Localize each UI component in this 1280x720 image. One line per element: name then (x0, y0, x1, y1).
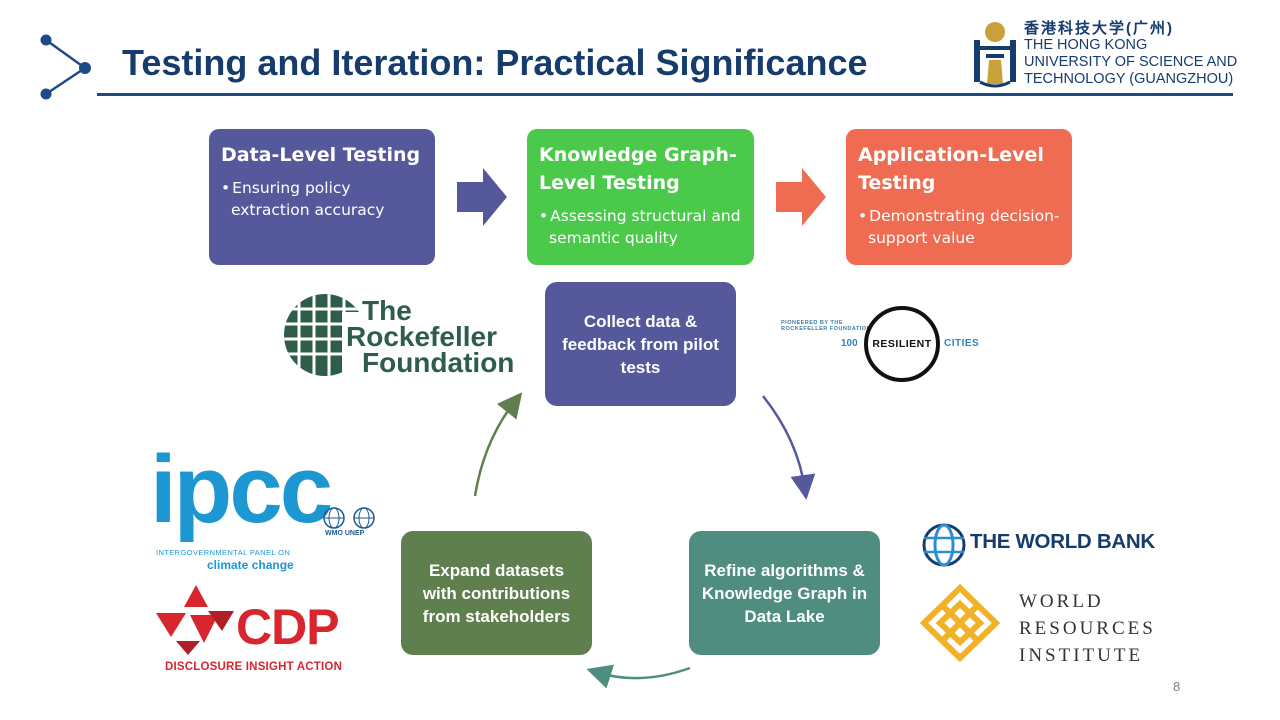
logo-text: DISCLOSURE INSIGHT ACTION (165, 661, 343, 673)
cycle-step-collect-data: Collect data & feedback from pilot tests (545, 282, 736, 406)
stage-bullet: Demonstrating decision-support value (858, 205, 1060, 249)
wri-mark-icon (920, 584, 1000, 662)
logo-text: ROCKEFELLER FOUNDATION (781, 326, 872, 332)
world-bank-logo: THE WORLD BANK (970, 530, 1155, 553)
logo-text: INTERGOVERNMENTAL PANEL ON (156, 548, 291, 557)
cdp-mark-icon (156, 585, 234, 655)
logo-text: WORLD (1019, 591, 1104, 612)
stage-box-application-level: Application-Level Testing Demonstrating … (846, 129, 1072, 265)
stage-title: Knowledge Graph-Level Testing (539, 144, 737, 194)
logo-text: RESOURCES (1019, 618, 1156, 639)
rockefeller-foundation-logo: The Rockefeller Foundation (346, 295, 515, 378)
university-name-line: THE HONG KONG (1024, 37, 1148, 53)
right-arrow-icon (457, 168, 507, 226)
right-arrow-icon (776, 168, 826, 226)
curved-arrow-icon (473, 392, 523, 497)
logo-text: Foundation (362, 347, 515, 378)
stage-title: Application-Level Testing (858, 144, 1044, 194)
world-bank-globe-icon (922, 523, 966, 567)
stage-box-data-level: Data-Level Testing Ensuring policy extra… (209, 129, 435, 265)
curved-arrow-icon (586, 664, 691, 689)
logo-text: CITIES (944, 338, 980, 349)
cdp-logo: CDP (236, 599, 340, 655)
resilient-cities-logo: RESILIENT (864, 306, 940, 382)
wri-logo: WORLD RESOURCES INSTITUTE (1019, 588, 1156, 669)
logo-text: INSTITUTE (1019, 645, 1144, 666)
page-title: Testing and Iteration: Practical Signifi… (122, 42, 868, 83)
stage-bullet: Assessing structural and semantic qualit… (539, 205, 742, 249)
title-underline (97, 93, 1233, 96)
logo-text: WMO UNEP (325, 530, 365, 537)
logo-text: Rockefeller (346, 321, 497, 352)
page-number: 8 (1173, 679, 1181, 694)
university-name: 香港科技大学(广州) THE HONG KONG UNIVERSITY OF S… (1024, 20, 1237, 88)
stage-box-knowledge-graph-level: Knowledge Graph-Level Testing Assessing … (527, 129, 754, 265)
university-chinese-name: 香港科技大学(广州) (1024, 20, 1174, 37)
logo-text: climate change (207, 558, 294, 572)
university-logo (974, 22, 1016, 88)
resilient-cities-tagline: PIONEERED BY THE ROCKEFELLER FOUNDATION (781, 320, 871, 332)
network-connector-icon (40, 34, 91, 100)
cycle-step-refine-algorithms: Refine algorithms & Knowledge Graph in D… (689, 531, 880, 655)
logo-text: PIONEERED BY THE (781, 320, 843, 326)
ipcc-logo: ipcc (150, 436, 333, 543)
university-name-line: TECHNOLOGY (GUANGZHOU) (1024, 71, 1234, 87)
stage-title: Data-Level Testing (221, 144, 421, 166)
logo-text: 100 (841, 338, 858, 349)
curved-arrow-icon (762, 395, 816, 500)
logo-text: The (362, 295, 412, 326)
cycle-step-expand-datasets: Expand datasets with contributions from … (401, 531, 592, 655)
rockefeller-globe-icon (284, 294, 368, 376)
university-name-line: UNIVERSITY OF SCIENCE AND (1024, 54, 1238, 70)
wmo-unep-emblem-icon (323, 507, 375, 529)
stage-bullet: Ensuring policy extraction accuracy (221, 177, 423, 221)
